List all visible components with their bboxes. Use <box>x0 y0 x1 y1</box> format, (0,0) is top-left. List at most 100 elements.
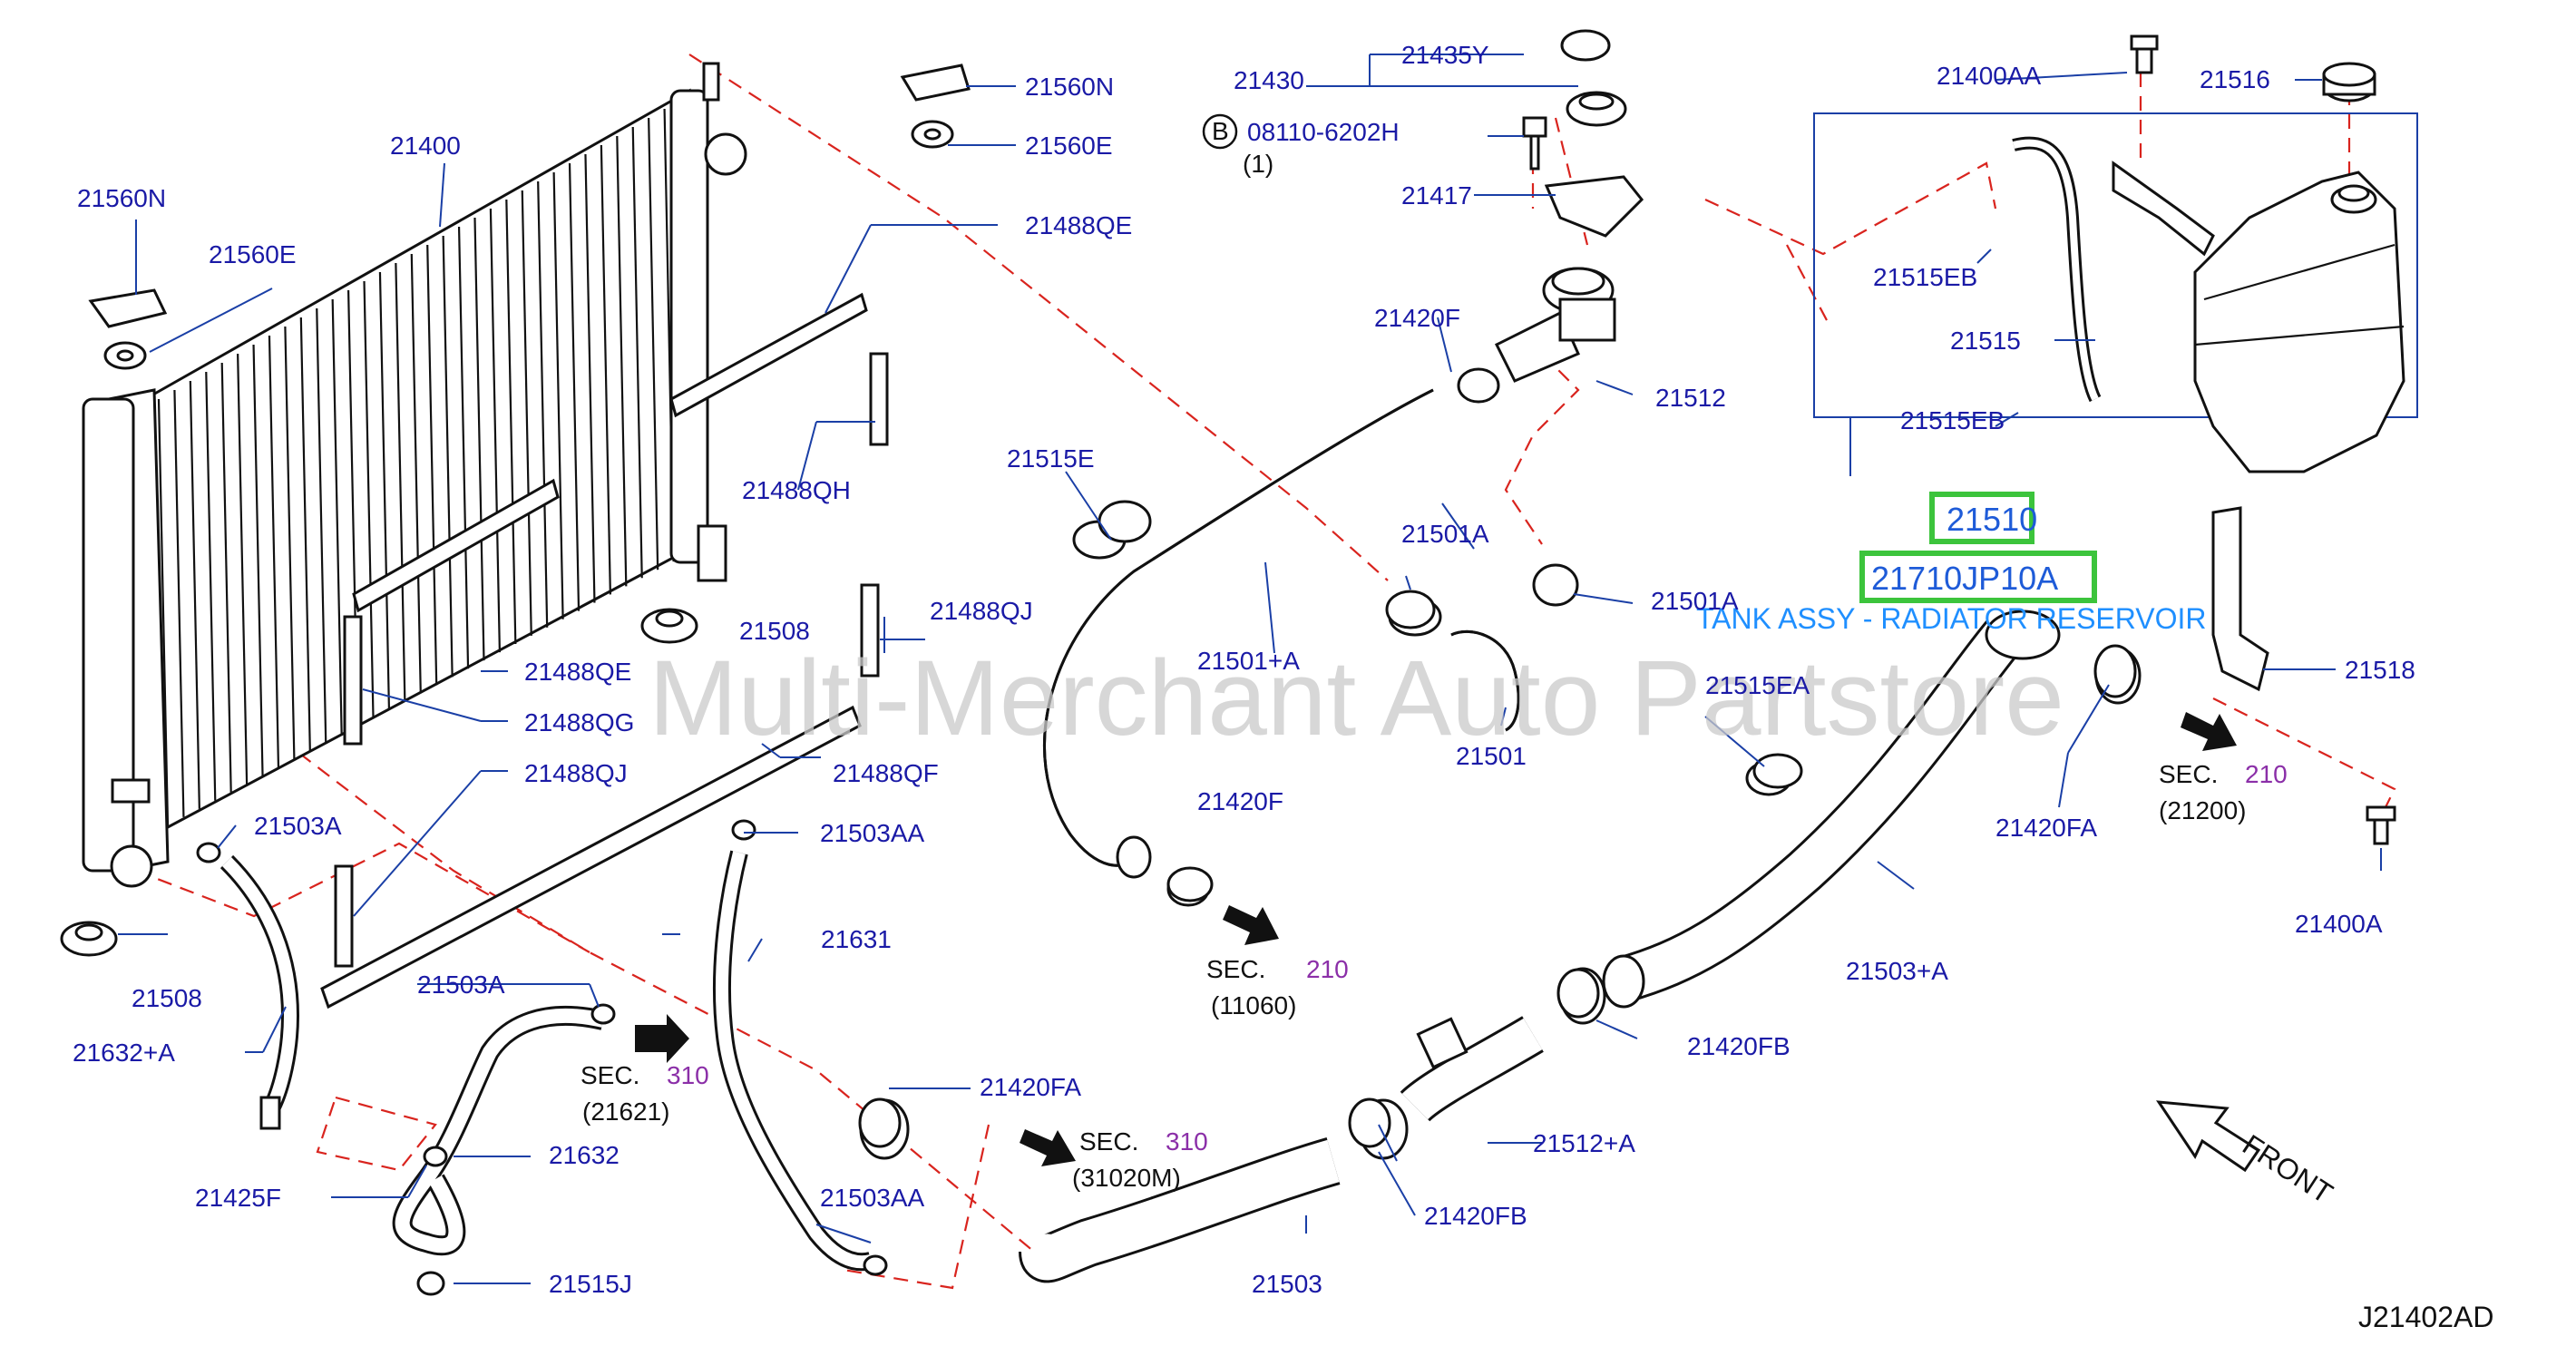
radiator-fin <box>457 226 470 669</box>
radiator-fin <box>489 208 502 653</box>
radiator-fin <box>584 153 596 603</box>
radiator-21400 <box>82 62 747 888</box>
part-labels: 21400 21560N 21560E 21560N 21560E 21488Q… <box>73 41 2415 1298</box>
bolt-note-circle <box>1202 113 1238 150</box>
section-ref-3-ref: (31020M) <box>1072 1164 1181 1192</box>
section-ref-4-sec: SEC. <box>2159 760 2218 788</box>
section-ref-1-ref: (11060) <box>1211 991 1296 1019</box>
label-21503A-lower: 21503A <box>417 970 505 999</box>
label-21420FB-right: 21420FB <box>1687 1032 1791 1060</box>
label-21488QF: 21488QF <box>833 759 939 787</box>
label-21425F: 21425F <box>195 1184 281 1212</box>
label-21501A-left: 21501A <box>1401 520 1489 548</box>
label-21515EA: 21515EA <box>1705 671 1810 699</box>
leader-lines <box>118 54 2382 1284</box>
radiator-fin <box>220 362 232 793</box>
radiator-fin <box>252 344 264 776</box>
label-21501A-right: 21501A <box>1651 587 1739 615</box>
radiator-fin <box>268 335 280 768</box>
label-21488QE-lower: 21488QE <box>524 658 631 686</box>
radiator-fin <box>410 253 422 694</box>
label-21515EB-upper: 21515EB <box>1873 263 1977 291</box>
label-21420FA-left: 21420FA <box>980 1073 1081 1101</box>
reservoir-tank-21710JP10A <box>1813 34 2418 845</box>
bolt-note-letter: B <box>1212 117 1229 145</box>
label-21560E-left: 21560E <box>209 240 297 268</box>
label-21503-plus-A: 21503+A <box>1846 957 1948 985</box>
bolt-note-qty: (1) <box>1243 150 1273 178</box>
bolt-note-number: 08110-6202H <box>1247 118 1400 146</box>
label-21400AA: 21400AA <box>1937 62 2042 90</box>
diagram-code: J21402AD <box>2358 1301 2493 1333</box>
section-ref-4-num: 210 <box>2245 760 2288 788</box>
label-21503AA-upper: 21503AA <box>820 819 925 847</box>
highlight-group-number: 21510 <box>1947 501 2037 538</box>
upper-hose-assembly <box>1043 29 1644 907</box>
radiator-fin <box>157 398 170 826</box>
radiator-fin <box>173 389 185 817</box>
radiator-fin <box>189 380 200 809</box>
label-21516: 21516 <box>2200 65 2270 93</box>
radiator-fin <box>299 317 311 752</box>
label-21420F-upper: 21420F <box>1374 304 1460 332</box>
label-21515J: 21515J <box>549 1270 632 1298</box>
radiator-fin <box>552 171 564 619</box>
radiator-fin <box>237 353 249 785</box>
label-21515EB-lower: 21515EB <box>1900 406 2005 434</box>
label-21560N-upper: 21560N <box>1025 73 1114 101</box>
label-21518: 21518 <box>2345 656 2415 684</box>
radiator-fin <box>316 307 327 744</box>
radiator-fin <box>442 235 454 678</box>
label-21503AA-lower: 21503AA <box>820 1184 925 1212</box>
section-ref-1-num: 210 <box>1306 955 1349 983</box>
direction-arrows <box>635 712 2261 1173</box>
radiator-fin <box>426 244 438 686</box>
section-ref-4-ref: (21200) <box>2159 796 2247 824</box>
section-ref-3-num: 310 <box>1166 1127 1208 1156</box>
label-21503: 21503 <box>1252 1270 1322 1298</box>
label-21420FA-right: 21420FA <box>1995 814 2097 842</box>
radiator-fin <box>631 126 643 579</box>
front-direction-label: FRONT <box>2237 1128 2338 1210</box>
label-21488QJ-right: 21488QJ <box>930 597 1033 625</box>
label-21400: 21400 <box>390 132 461 160</box>
radiator-fin <box>378 271 391 710</box>
highlight-part-number: 21710JP10A <box>1871 560 2058 597</box>
label-21512A: 21512+A <box>1533 1129 1635 1157</box>
section-ref-2-sec: SEC. <box>581 1061 639 1089</box>
radiator-fin <box>537 180 549 628</box>
label-21501-plus-A: 21501+A <box>1197 647 1300 675</box>
seal-strips-21488 <box>320 292 889 1010</box>
label-21560N-left: 21560N <box>77 184 166 212</box>
radiator-fin <box>331 298 343 736</box>
label-21488QJ-left: 21488QJ <box>524 759 628 787</box>
bolt-note: B 08110-6202H (1) <box>1202 113 1400 178</box>
radiator-fin <box>600 144 611 595</box>
radiator-fin <box>616 135 628 587</box>
label-21503A-upper: 21503A <box>254 812 342 840</box>
section-ref-3-sec: SEC. <box>1079 1127 1138 1156</box>
label-21420FB-lower: 21420FB <box>1424 1202 1527 1230</box>
label-21420F-lower: 21420F <box>1197 787 1283 815</box>
label-21560E-upper: 21560E <box>1025 132 1113 160</box>
section-ref-2-num: 310 <box>667 1061 709 1089</box>
radiator-mounts <box>60 63 971 957</box>
label-21488QE-upper: 21488QE <box>1025 211 1132 239</box>
hose-clamps <box>858 500 2137 1148</box>
label-21508-lower: 21508 <box>132 984 202 1012</box>
highlight-description: TANK ASSY - RADIATOR RESERVOIR <box>1696 602 2207 635</box>
label-21632A: 21632+A <box>73 1039 175 1067</box>
label-21417: 21417 <box>1401 181 1472 210</box>
radiator-fin <box>395 262 406 702</box>
radiator-fin <box>521 190 532 636</box>
radiator-fin <box>284 326 296 760</box>
label-21508-upper: 21508 <box>739 617 810 645</box>
label-21488QH: 21488QH <box>742 476 851 504</box>
highlighted-part: 21510 21710JP10A TANK ASSY - RADIATOR RE… <box>1696 492 2207 635</box>
radiator-fin <box>205 371 217 801</box>
section-references: SEC. 210 (11060) SEC. 310 (21621) SEC. 3… <box>581 760 2288 1192</box>
radiator-fin <box>568 162 581 611</box>
label-21512: 21512 <box>1655 384 1726 412</box>
